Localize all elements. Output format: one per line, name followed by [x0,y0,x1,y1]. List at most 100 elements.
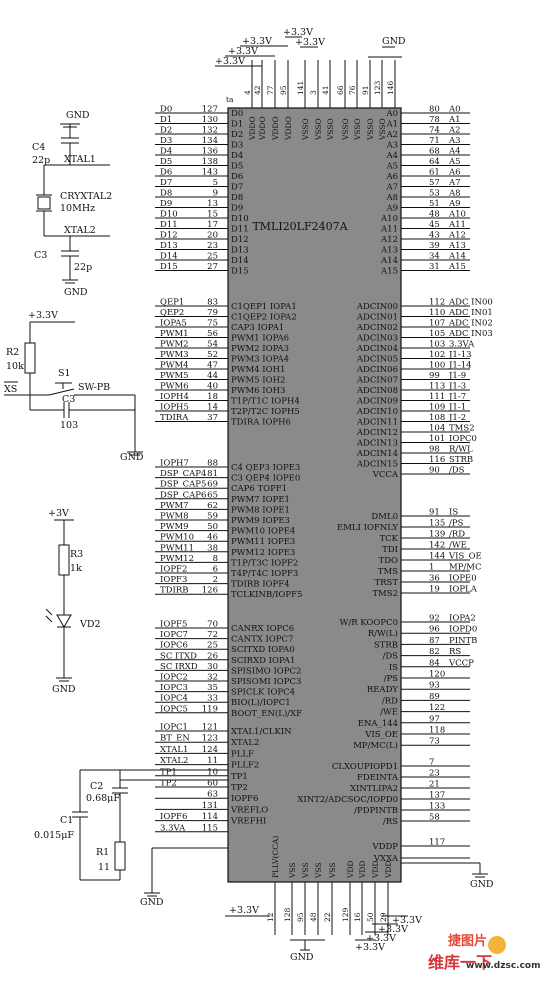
right-pin-number: 68 [429,147,440,157]
left-net-label: D14 [160,252,178,262]
r1-value: 11 [98,862,110,873]
chip-left-pin-label: BOOT_EN(L)/XF [231,708,302,719]
chip-left-pin-label: PLLF2 [231,761,259,771]
bottom-rail-33v-d: +3.3V [392,915,422,926]
right-pin-number: 100 [429,361,445,371]
bottom-power-rails: +3.3V GND +3.3V +3.3V +3.3V +3.3V [225,905,422,963]
left-pin-number: 26 [207,651,218,661]
chip-left-pin-label: PWM9 IOPE3 [231,516,290,526]
left-pin-number: 6 [213,565,218,575]
bottom-rail-33v-a: +3.3V [355,942,385,953]
left-net-label: TP1 [160,767,177,777]
chip-top-pin-label: VSSO [326,118,335,141]
chip-left-pin-label: D14 [231,256,249,266]
left-pin-number: 25 [207,252,218,262]
chip-left-pin-label: D3 [231,141,243,151]
left-pin-number: 2 [213,575,218,585]
left-pin-number: 11 [207,756,218,766]
chip-right-pin-label: TCK [379,534,398,544]
chip-right-pin-label: CLXOUPIOPD1 [332,762,398,772]
chip-right-pin-label: VDDP [372,842,399,852]
rail-label-33v-e: +3.3V [295,37,325,48]
chip-right-pin-label: /PS [384,674,399,684]
left-net-label: TDIRA [160,413,189,423]
left-pin-number: 8 [213,554,218,564]
top-pin-number: 146 [386,80,395,95]
chip-name: TMLI20LF2407A [252,220,348,233]
c3-top-ref: C3 [34,250,47,261]
left-net-label: IOPF5 [160,620,187,630]
left-net-label: IOPH4 [160,392,189,402]
chip-left-pin-label: PWM5 IOH2 [231,376,285,386]
left-net-label: D3 [160,136,172,146]
chip-left-pin-label: SCIRXD IOPA1 [231,656,295,666]
right-pin-number: 7 [429,758,434,768]
s1-ref: S1 [58,368,71,379]
chip-left-pin-label: D6 [231,172,243,182]
left-pin-number: 20 [207,231,218,241]
chip-right-pin-labels: A0A1A2A3A4A5A6A7A8A9A10A11A12A13A14A15AD… [297,109,399,864]
chip-right-pin-label: /WE [380,708,398,718]
right-pin-number: 101 [429,434,445,444]
pll-filter-circuit: C1 0.015μF C2 0.68μF R1 11 GND [34,769,228,908]
right-pin-number: 116 [429,455,445,465]
chip-left-pin-label: D4 [231,151,243,161]
chip-right-pin-label: VIS_OE [364,730,398,740]
s1-value: SW-PB [78,382,110,393]
crystal-symbol [37,196,51,210]
chip-left-pin-label: PWM10 IOPE4 [231,527,295,537]
left-net-label: D13 [160,241,178,251]
chip-bottom-pin-label: VSS [314,862,323,879]
chip-top-pin-label: VSSO [366,118,375,141]
left-pin-number: 15 [207,210,218,220]
right-pin-number: 19 [429,585,440,595]
right-net-label: 3.3VA [449,340,475,350]
chip-left-pin-label: D9 [231,204,243,214]
left-net-label: IOPC4 [160,694,188,704]
chip-right-pin-label: A9 [385,204,398,214]
chip-right-pin-label: ADCIN13 [356,439,398,449]
left-pin-number: 134 [202,136,218,146]
top-pin-number: 66 [336,85,345,95]
left-net-label: D7 [160,178,172,188]
left-net-label: PWM4 [160,361,189,371]
left-pin-number: 59 [207,512,218,522]
right-net-label: A7 [448,178,461,188]
right-pin-number: 96 [429,625,440,635]
right-net-label: A12 [448,231,466,241]
right-pin-number: 109 [429,403,445,413]
chip-left-pin-label: T1P/T3C IOPF2 [231,558,298,568]
right-net-label: VIS_OE [448,552,482,562]
chip-left-pin-label: T1P/T1C IOPH4 [231,397,300,407]
chip-top-pin-label: VSSO [378,118,387,141]
c4-ref: C4 [32,142,45,153]
left-pin-number: 27 [207,262,218,272]
led-vcc-label: +3V [48,508,69,519]
chip-right-pin-label: ADCIN07 [356,376,398,386]
crystal-circuit: GND C4 22p XTAL1 CRYXTAL2 10MHz XTAL2 C3… [32,110,112,298]
right-pin-number: 133 [429,802,445,812]
left-net-label: D10 [160,210,178,220]
right-net-label: ADC IN01 [448,308,493,318]
chip-right-pin-label: A8 [385,193,398,203]
left-net-label: D4 [160,147,172,157]
right-net-label: A6 [448,168,461,178]
right-net-label: A5 [448,157,461,167]
left-pin-number: 126 [202,586,218,596]
right-pin-number: 135 [429,519,445,529]
right-net-label: IOPC0 [449,434,477,444]
chip-left-pin-label: TP2 [231,783,248,793]
right-pin-number: 137 [429,791,445,801]
right-pin-number: 118 [429,726,445,736]
left-net-label: IOPF2 [160,565,187,575]
left-pin-number: 56 [207,329,218,339]
left-pin-number: 37 [207,413,218,423]
vd2-led-symbol [56,614,72,628]
chip-right-pin-label: ADCIN14 [356,449,398,459]
left-pin-number: 30 [207,662,218,672]
left-pin-number: 136 [202,147,218,157]
right-pin-number: 110 [429,308,445,318]
left-pin-number: 52 [207,350,218,360]
right-pin-number: 120 [429,670,445,680]
